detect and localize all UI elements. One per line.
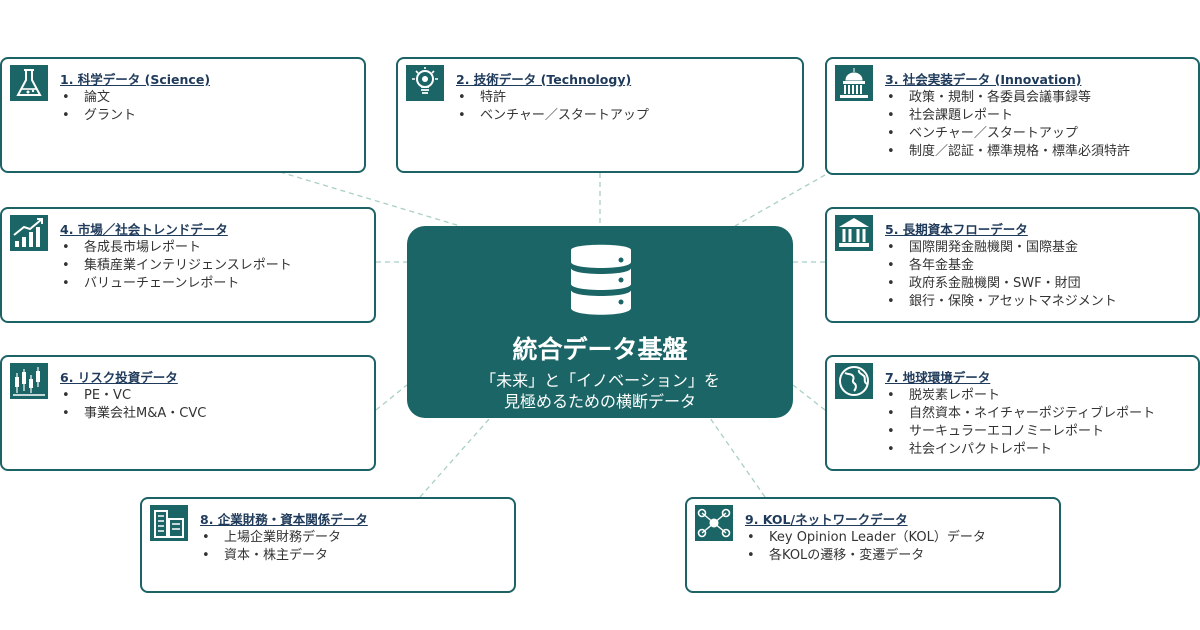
- lightbulb-gear-icon: [406, 65, 444, 101]
- flask-icon: [10, 65, 48, 101]
- bank-icon: [835, 215, 873, 251]
- list-item: サーキュラーエコノミーレポート: [887, 423, 1155, 441]
- card-title: 5. 長期資本フローデータ: [885, 222, 1028, 237]
- link-1: [279, 171, 461, 227]
- trend-chart-icon: [10, 215, 48, 251]
- card-title: 4. 市場／社会トレンドデータ: [60, 222, 228, 237]
- list-item: 論文: [62, 89, 136, 107]
- card-title: 6. リスク投資データ: [60, 370, 178, 385]
- list-item: 特許: [458, 89, 649, 107]
- hub-subtitle-line2: 見極めるための横断データ: [503, 392, 696, 411]
- link-9: [709, 417, 766, 498]
- card-capital-flow: 5. 長期資本フローデータ 国際開発金融機関・国際基金 各年金基金 政府系金融機…: [825, 207, 1200, 323]
- link-7: [792, 384, 826, 411]
- hub-title: 統合データ基盤: [512, 335, 688, 364]
- card-risk-investment: 6. リスク投資データ PE・VC 事業会社M&A・CVC: [0, 355, 376, 471]
- link-6: [375, 384, 408, 411]
- card-items: Key Opinion Leader（KOL）データ 各KOLの遷移・変遷データ: [747, 529, 986, 565]
- list-item: 上場企業財務データ: [202, 529, 341, 547]
- card-kol-network: 9. KOL/ネットワークデータ Key Opinion Leader（KOL）…: [685, 497, 1061, 593]
- card-items: 上場企業財務データ 資本・株主データ: [202, 529, 341, 565]
- list-item: 政府系金融機関・SWF・財団: [887, 275, 1117, 293]
- list-item: 各成長市場レポート: [62, 239, 292, 257]
- list-item: 社会課題レポート: [887, 107, 1130, 125]
- link-8: [419, 417, 491, 498]
- card-items: 脱炭素レポート 自然資本・ネイチャーポジティブレポート サーキュラーエコノミーレ…: [887, 387, 1155, 459]
- list-item: 社会インパクトレポート: [887, 441, 1155, 459]
- card-title: 9. KOL/ネットワークデータ: [745, 512, 908, 527]
- list-item: 事業会社M&A・CVC: [62, 405, 206, 423]
- network-people-icon: [695, 505, 733, 541]
- list-item: バリューチェーンレポート: [62, 275, 292, 293]
- card-items: 国際開発金融機関・国際基金 各年金基金 政府系金融機関・SWF・財団 銀行・保険…: [887, 239, 1117, 311]
- card-corporate-finance: 8. 企業財務・資本関係データ 上場企業財務データ 資本・株主データ: [140, 497, 516, 593]
- list-item: 資本・株主データ: [202, 547, 341, 565]
- buildings-icon: [150, 505, 188, 541]
- card-environment: 7. 地球環境データ 脱炭素レポート 自然資本・ネイチャーポジティブレポート サ…: [825, 355, 1200, 471]
- card-items: 政策・規制・各委員会議事録等 社会課題レポート ベンチャー／スタートアップ 制度…: [887, 89, 1130, 161]
- card-items: PE・VC 事業会社M&A・CVC: [62, 387, 206, 423]
- globe-icon: [835, 363, 873, 399]
- card-title: 3. 社会実装データ (Innovation): [885, 72, 1082, 87]
- card-market-trend: 4. 市場／社会トレンドデータ 各成長市場レポート 集積産業インテリジェンスレポ…: [0, 207, 376, 323]
- card-items: 各成長市場レポート 集積産業インテリジェンスレポート バリューチェーンレポート: [62, 239, 292, 293]
- list-item: ベンチャー／スタートアップ: [887, 125, 1130, 143]
- card-title: 8. 企業財務・資本関係データ: [200, 512, 368, 527]
- list-item: 政策・規制・各委員会議事録等: [887, 89, 1130, 107]
- list-item: 国際開発金融機関・国際基金: [887, 239, 1117, 257]
- list-item: 制度／認証・標準規格・標準必須特許: [887, 143, 1130, 161]
- hub-subtitle-line1: 「未来」と「イノベーション」を: [480, 371, 720, 390]
- card-items: 論文 グラント: [62, 89, 136, 125]
- database-icon: [571, 244, 631, 315]
- link-3: [734, 174, 826, 227]
- list-item: 銀行・保険・アセットマネジメント: [887, 293, 1117, 311]
- list-item: ベンチャー／スタートアップ: [458, 107, 649, 125]
- list-item: 脱炭素レポート: [887, 387, 1155, 405]
- list-item: 自然資本・ネイチャーポジティブレポート: [887, 405, 1155, 423]
- card-items: 特許 ベンチャー／スタートアップ: [458, 89, 649, 125]
- card-science: 1. 科学データ (Science) 論文 グラント: [0, 57, 366, 173]
- card-title: 1. 科学データ (Science): [60, 72, 211, 87]
- card-innovation: 3. 社会実装データ (Innovation) 政策・規制・各委員会議事録等 社…: [825, 57, 1200, 175]
- card-title: 7. 地球環境データ: [885, 370, 991, 385]
- list-item: 各KOLの遷移・変遷データ: [747, 547, 986, 565]
- card-title: 2. 技術データ (Technology): [456, 72, 632, 87]
- card-technology: 2. 技術データ (Technology) 特許 ベンチャー／スタートアップ: [396, 57, 804, 173]
- central-hub: 統合データ基盤 「未来」と「イノベーション」を 見極めるための横断データ: [407, 226, 793, 418]
- list-item: Key Opinion Leader（KOL）データ: [747, 529, 986, 547]
- list-item: PE・VC: [62, 387, 206, 405]
- list-item: 各年金基金: [887, 257, 1117, 275]
- candlestick-icon: [10, 363, 48, 399]
- list-item: 集積産業インテリジェンスレポート: [62, 257, 292, 275]
- capitol-icon: [835, 65, 873, 101]
- list-item: グラント: [62, 107, 136, 125]
